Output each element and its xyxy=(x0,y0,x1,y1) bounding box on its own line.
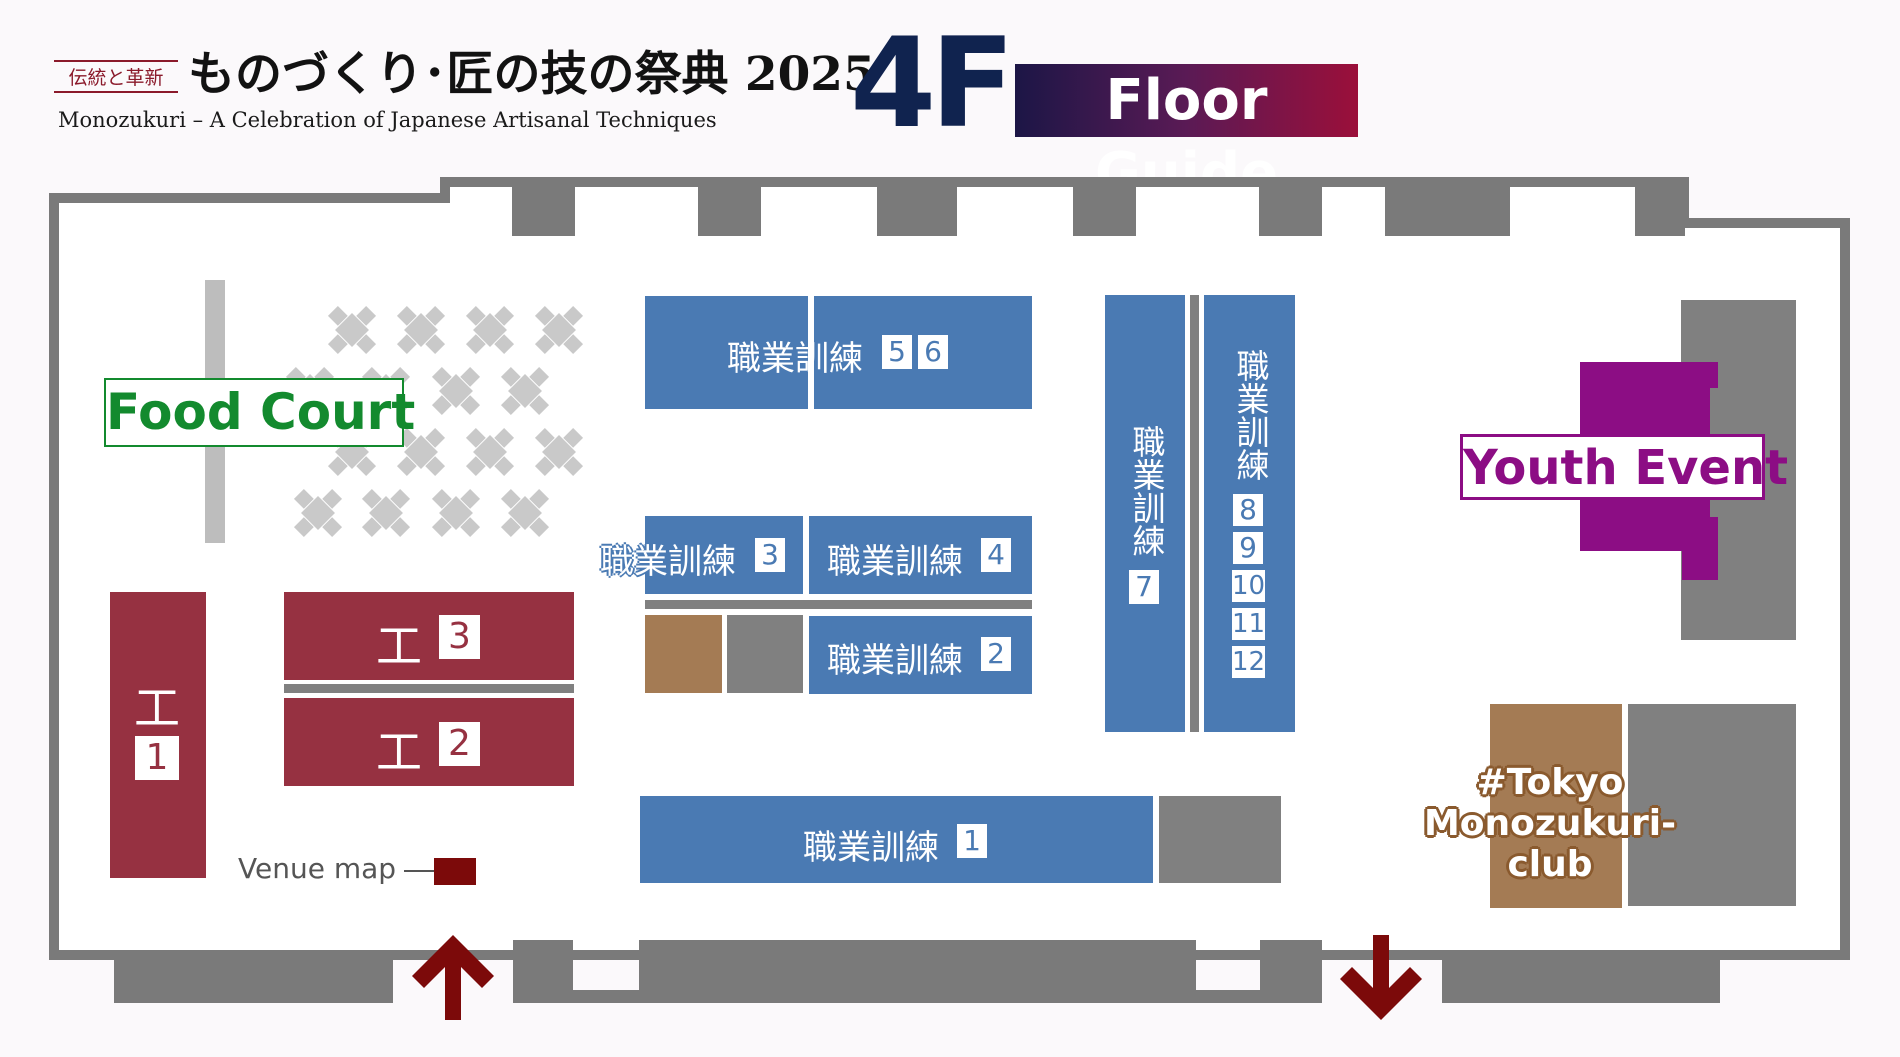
club-area-small xyxy=(645,615,722,693)
table-set-icon xyxy=(500,366,550,416)
table-set-icon xyxy=(327,305,377,355)
tradition-badge: 伝統と革新 xyxy=(54,60,178,93)
tokyo-club-area xyxy=(1490,704,1622,908)
event-title-ja: ものづくり･匠の技の祭典 2025 xyxy=(188,47,876,102)
top-wall-pillars xyxy=(512,182,1685,236)
youth-event-label: Youth Event xyxy=(1460,434,1788,500)
booth-number-6: 6 xyxy=(918,335,948,369)
table-set-icon xyxy=(500,488,550,538)
bottom-wall-segments xyxy=(114,940,1720,1003)
booth-number-10: 10 xyxy=(1232,570,1266,602)
kou-number-2: 2 xyxy=(439,722,480,766)
table-set-icon xyxy=(361,488,411,538)
table-set-icon xyxy=(465,305,515,355)
entrance-arrow-up-icon xyxy=(412,935,494,1020)
booth-number-4: 4 xyxy=(981,538,1011,572)
table-set-icon xyxy=(431,366,481,416)
booth-number-2: 2 xyxy=(981,637,1011,671)
table-set-icon xyxy=(293,488,343,538)
table-set-icon xyxy=(534,305,584,355)
tokyo-club-line2: Monozukuri-club xyxy=(1423,803,1677,885)
training-7-label: 職業訓練 xyxy=(1127,425,1166,557)
tokyo-club-label: #Tokyo Monozukuri-club xyxy=(1390,762,1710,885)
kou-2-label: 工 xyxy=(376,725,422,779)
venue-map-label: Venue map xyxy=(238,852,397,885)
booth-number-5: 5 xyxy=(882,335,912,369)
table-set-icon xyxy=(534,427,584,477)
food-court-label: Food Court xyxy=(104,378,415,447)
venue-map-marker xyxy=(434,858,476,885)
event-subtitle-en: Monozukuri – A Celebration of Japanese A… xyxy=(58,108,717,132)
training-booths xyxy=(640,295,1295,883)
booth-number-9: 9 xyxy=(1233,532,1263,564)
aisle-divider xyxy=(645,600,1032,609)
training-8-12-label: 職業訓練 xyxy=(1231,349,1270,481)
table-set-icon xyxy=(431,488,481,538)
training-1-label: 職業訓練 xyxy=(803,828,939,868)
training-56-label: 職業訓練 xyxy=(727,339,863,379)
kou-number-3: 3 xyxy=(439,615,480,659)
aisle-divider-vertical xyxy=(1190,295,1199,732)
booth-number-8: 8 xyxy=(1233,494,1263,526)
booth-number-12: 12 xyxy=(1232,646,1266,678)
table-set-icon xyxy=(396,305,446,355)
training-2-label: 職業訓練 xyxy=(827,641,963,681)
kou-1-label: 工 xyxy=(134,681,180,735)
booth-number-3: 3 xyxy=(755,538,785,572)
tokyo-club-line1: #Tokyo xyxy=(1476,762,1624,803)
booth-number-1: 1 xyxy=(957,824,987,858)
kou-divider xyxy=(284,684,574,693)
booth-number-11: 11 xyxy=(1232,608,1266,640)
booth-number-7: 7 xyxy=(1129,570,1159,604)
kou-3-label: 工 xyxy=(376,619,422,673)
kou-number-1: 1 xyxy=(135,736,179,780)
kou-booths xyxy=(110,592,574,878)
training-3-label: 職業訓練 xyxy=(600,542,736,582)
training-4-label: 職業訓練 xyxy=(827,542,963,582)
table-set-icon xyxy=(465,427,515,477)
floor-number: 4F xyxy=(850,12,1015,156)
exit-arrow-down-icon xyxy=(1340,935,1422,1020)
